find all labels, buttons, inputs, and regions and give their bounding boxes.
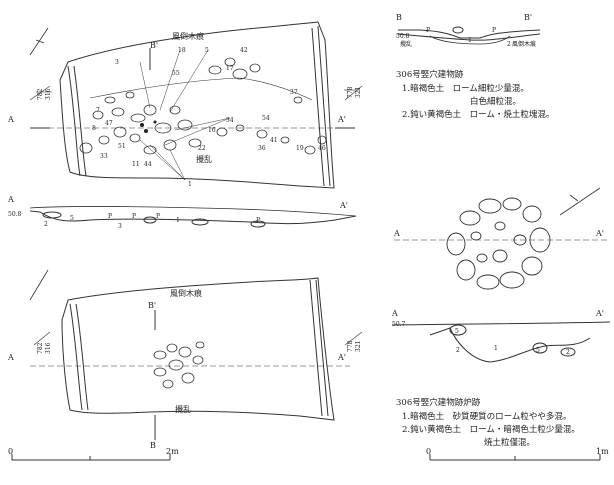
stone-label: 5 xyxy=(205,47,209,54)
stone-label: 37 xyxy=(290,89,298,96)
label-b-fallen: 風倒木痕 xyxy=(512,40,536,48)
stone-label: 55 xyxy=(172,70,180,77)
scale-bars xyxy=(11,454,601,461)
label-a-lower: A xyxy=(7,353,14,362)
hearth-layer: 1 xyxy=(494,345,498,352)
stone-label: 34 xyxy=(226,117,234,124)
legend-dwelling-line1b: 白色細粒混。 xyxy=(470,97,522,107)
stone-label: 17 xyxy=(226,65,234,72)
stone-label: 44 xyxy=(144,161,152,168)
label-a-hearth-sec: A xyxy=(391,309,398,318)
stone-label: 7 xyxy=(96,107,100,114)
label-disturbance-upper: 攪乱 xyxy=(196,154,212,164)
hearth-layer: 2 xyxy=(456,347,460,354)
stone-label: 46 xyxy=(318,145,326,152)
legend-hearth-line2: 2.鈍い黄褐色土 ローム・暗褐色土粒少量混。 xyxy=(402,425,580,435)
legend-dwelling-line2: 2.鈍い黄褐色土 ローム・焼土粒塊混。 xyxy=(402,110,555,120)
stone-label: 1 xyxy=(188,181,192,188)
legend-hearth-line2b: 焼土粒僅混。 xyxy=(484,438,536,448)
stone-label: 11 xyxy=(132,161,140,168)
stone-label: 54 xyxy=(262,115,270,122)
legend-hearth-line1: 1.暗褐色土 砂質硬質のローム粒やや多混。 xyxy=(402,412,572,422)
stone-label: 5 xyxy=(70,215,74,222)
stone-label: 18 xyxy=(178,47,186,54)
label-elev-b: 50.8 xyxy=(396,33,410,40)
scale-right-zero: 0 xyxy=(426,447,431,456)
coord-label: 778 xyxy=(347,340,354,352)
coord-label: 321 xyxy=(355,341,362,352)
label-a-prime-hearth: A' xyxy=(595,229,604,238)
label-a-hearth: A xyxy=(393,229,400,238)
label-elev-section: 50.8 xyxy=(8,211,22,218)
hearth-section xyxy=(391,321,611,363)
stone-label: 41 xyxy=(270,137,278,144)
coord-label: 782 xyxy=(37,88,44,100)
pit-label: P xyxy=(132,213,136,220)
stone-label: 19 xyxy=(296,145,304,152)
coord-label: 316 xyxy=(45,88,52,100)
coord-label: 321 xyxy=(355,87,362,98)
hearth-plan xyxy=(394,187,610,290)
label-fallen-tree-upper: 風倒木痕 xyxy=(172,31,204,41)
stone-label: 36 xyxy=(258,145,266,152)
legend-dwelling-title: 306号竪穴建物跡 xyxy=(396,70,464,80)
pit-label: P xyxy=(426,27,430,34)
stone-label: 2 xyxy=(44,221,48,228)
label-disturbance-lower: 攪乱 xyxy=(175,404,191,414)
stone-label: 22 xyxy=(198,145,206,152)
coord-label: 782 xyxy=(37,342,44,354)
legend-hearth-title: 306号竪穴建物跡炉跡 xyxy=(396,398,481,408)
label-b-lower: B xyxy=(150,441,156,450)
label-b-prime-upper: B' xyxy=(150,41,158,50)
stone-label: 16 xyxy=(208,127,216,134)
hearth-layer: 5 xyxy=(455,328,459,335)
label-a-prime-lower: A' xyxy=(337,353,346,362)
scale-left-end: 2m xyxy=(166,447,179,456)
scale-left-zero: 0 xyxy=(8,447,13,456)
hearth-layer: 2 xyxy=(566,349,570,356)
legend-dwelling-line1: 1.暗褐色土 ローム細粒少量混。 xyxy=(402,84,529,94)
pit-label: P xyxy=(492,27,496,34)
pit-label: P xyxy=(156,213,160,220)
stone-label: 3 xyxy=(118,223,122,230)
section-bb xyxy=(397,26,541,45)
stone-label: 33 xyxy=(100,153,108,160)
stone-label: 3 xyxy=(115,59,119,66)
hearth-layer: 5 xyxy=(536,347,540,354)
stone-label: 47 xyxy=(105,120,113,127)
pit-label: P xyxy=(108,213,112,220)
label-b-prime-lower: B' xyxy=(148,301,156,310)
stone-label: 51 xyxy=(118,143,126,150)
label-fallen-tree-lower: 風倒木痕 xyxy=(170,288,202,298)
label-b-section: B xyxy=(396,13,402,22)
pit-label: P xyxy=(256,217,260,224)
label-a-upper: A xyxy=(7,115,14,124)
stone-label: 8 xyxy=(92,125,96,132)
label-a-prime-hearth-sec: A' xyxy=(595,309,604,318)
label-elev-hearth: 50.7 xyxy=(392,321,406,328)
label-b-layer2: 2 xyxy=(507,41,511,48)
stone-label: 1 xyxy=(176,217,180,224)
scale-right-end: 1m xyxy=(596,447,609,456)
plan-lower xyxy=(29,269,363,440)
stone-label: 42 xyxy=(240,47,248,54)
plan-upper xyxy=(29,21,363,189)
coord-label: 316 xyxy=(45,342,52,354)
label-a-section: A xyxy=(7,195,14,204)
label-b-prime-section: B' xyxy=(524,13,532,22)
coord-label: 778 xyxy=(347,86,354,98)
label-b-disturb: 攪乱 xyxy=(400,40,412,48)
label-b-layer1: 1 xyxy=(468,37,472,44)
section-aa xyxy=(29,206,357,228)
label-a-prime-section: A' xyxy=(339,201,348,210)
label-a-prime-upper: A' xyxy=(337,115,346,124)
